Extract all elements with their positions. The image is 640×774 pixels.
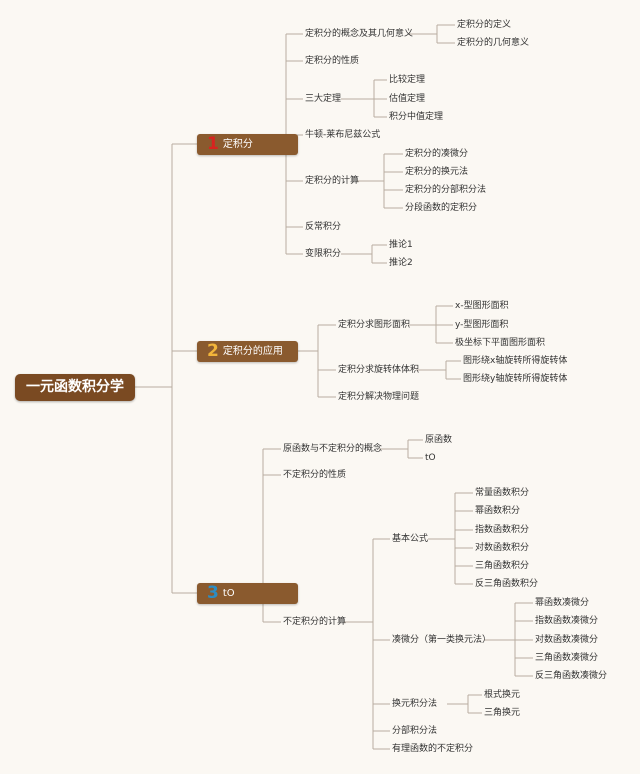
node-geometric-meaning: 定积分的几何意义 [457, 38, 530, 48]
node-newton-leibniz: 牛顿-莱布尼兹公式 [305, 130, 381, 140]
node-rational-integral: 有理函数的不定积分 [392, 744, 474, 754]
node-volume-x: 图形绕x轴旋转所得旋转体 [463, 356, 568, 366]
node-trig-substitution: 三角换元 [484, 708, 521, 718]
node-volume: 定积分求旋转体体积 [338, 365, 420, 375]
branch-number-1: 1 [207, 134, 219, 154]
node-log-integral: 对数函数积分 [475, 543, 530, 553]
node-mean-value-theorem: 积分中值定理 [389, 112, 444, 122]
node-substitution-method: 换元积分法 [392, 699, 438, 709]
node-calc-differential: 定积分的凑微分 [405, 149, 469, 159]
node-area-y: y-型图形面积 [455, 320, 509, 330]
node-variable-limit: 变限积分 [305, 249, 342, 259]
node-calc-piecewise: 分段函数的定积分 [405, 203, 478, 213]
node-basic-formulas: 基本公式 [392, 534, 429, 544]
branch-definite-integral-application: 2 定积分的应用 [197, 341, 298, 362]
node-physics: 定积分解决物理问题 [338, 392, 420, 402]
root-topic: 一元函数积分学 [15, 374, 135, 401]
node-constant-integral: 常量函数积分 [475, 488, 530, 498]
node-calc-parts: 定积分的分部积分法 [405, 185, 487, 195]
node-indefinite-properties: 不定积分的性质 [283, 470, 347, 480]
node-antiderivative-concept: 原函数与不定积分的概念 [283, 444, 383, 454]
node-antiderivative: 原函数 [425, 435, 453, 445]
node-definition: 定积分的定义 [457, 20, 512, 30]
node-area: 定积分求图形面积 [338, 320, 411, 330]
node-calc-substitution: 定积分的换元法 [405, 167, 469, 177]
branch-label-3: tO [222, 588, 235, 599]
node-corollary-1: 推论1 [389, 240, 413, 250]
node-area-x: x-型图形面积 [455, 301, 509, 311]
node-improper-integral: 反常积分 [305, 222, 342, 232]
node-indefinite-calculation: 不定积分的计算 [283, 617, 347, 627]
node-trig-integral: 三角函数积分 [475, 561, 530, 571]
node-power-differential: 幂函数凑微分 [535, 598, 590, 608]
node-concept: 定积分的概念及其几何意义 [305, 29, 414, 39]
node-trig-differential: 三角函数凑微分 [535, 653, 599, 663]
branch-indefinite-integral: 3 tO [197, 583, 298, 604]
node-volume-y: 图形绕y轴旋转所得旋转体 [463, 374, 568, 384]
node-exponential-differential: 指数函数凑微分 [535, 616, 599, 626]
node-estimation-theorem: 估值定理 [389, 94, 426, 104]
branch-number-3: 3 [207, 583, 219, 603]
node-inverse-trig-differential: 反三角函数凑微分 [535, 671, 608, 681]
node-properties: 定积分的性质 [305, 56, 360, 66]
node-corollary-2: 推论2 [389, 258, 413, 268]
branch-label-2: 定积分的应用 [222, 346, 283, 357]
node-three-theorems: 三大定理 [305, 94, 342, 104]
node-first-substitution: 凑微分（第一类换元法） [392, 635, 492, 645]
node-comparison-theorem: 比较定理 [389, 75, 426, 85]
node-integration-by-parts: 分部积分法 [392, 726, 438, 736]
node-power-integral: 幂函数积分 [475, 506, 521, 516]
branch-number-2: 2 [207, 341, 219, 361]
node-log-differential: 对数函数凑微分 [535, 635, 599, 645]
node-concept-second: tO [425, 453, 436, 463]
branch-definite-integral: 1 定积分 [197, 134, 298, 155]
node-area-polar: 极坐标下平面图形面积 [455, 338, 546, 348]
node-radical-substitution: 根式换元 [484, 690, 521, 700]
node-exponential-integral: 指数函数积分 [475, 525, 530, 535]
node-inverse-trig-integral: 反三角函数积分 [475, 579, 539, 589]
node-calculation: 定积分的计算 [305, 176, 360, 186]
branch-label-1: 定积分 [222, 139, 253, 150]
